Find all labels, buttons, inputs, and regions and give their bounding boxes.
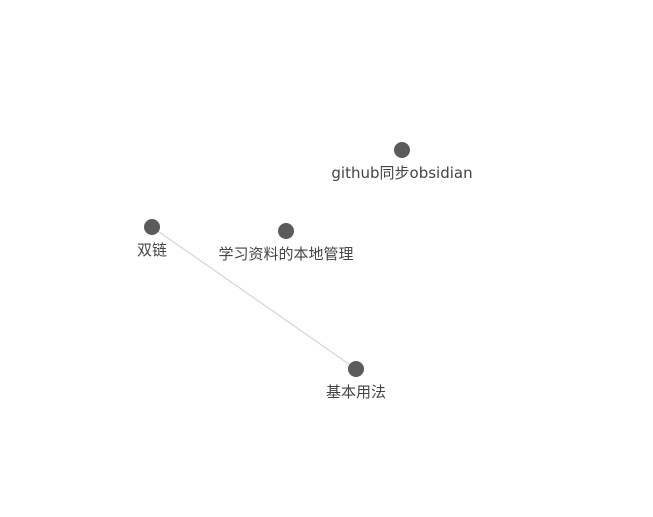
node-dot[interactable] [144, 219, 160, 235]
graph-node-double-link[interactable]: 双链 [137, 219, 167, 259]
node-dot[interactable] [348, 361, 364, 377]
graph-node-basic-usage[interactable]: 基本用法 [326, 361, 386, 401]
graph-node-github-sync[interactable]: github同步obsidian [331, 142, 473, 182]
node-label: github同步obsidian [331, 164, 472, 182]
node-label: 学习资料的本地管理 [218, 245, 353, 263]
graph-edge-double-link-basic-usage [151, 226, 357, 370]
node-label: 双链 [137, 241, 167, 259]
node-dot[interactable] [278, 223, 294, 239]
graph-node-local-study-materials[interactable]: 学习资料的本地管理 [218, 223, 354, 263]
node-dot[interactable] [394, 142, 410, 158]
node-label: 基本用法 [326, 383, 386, 401]
